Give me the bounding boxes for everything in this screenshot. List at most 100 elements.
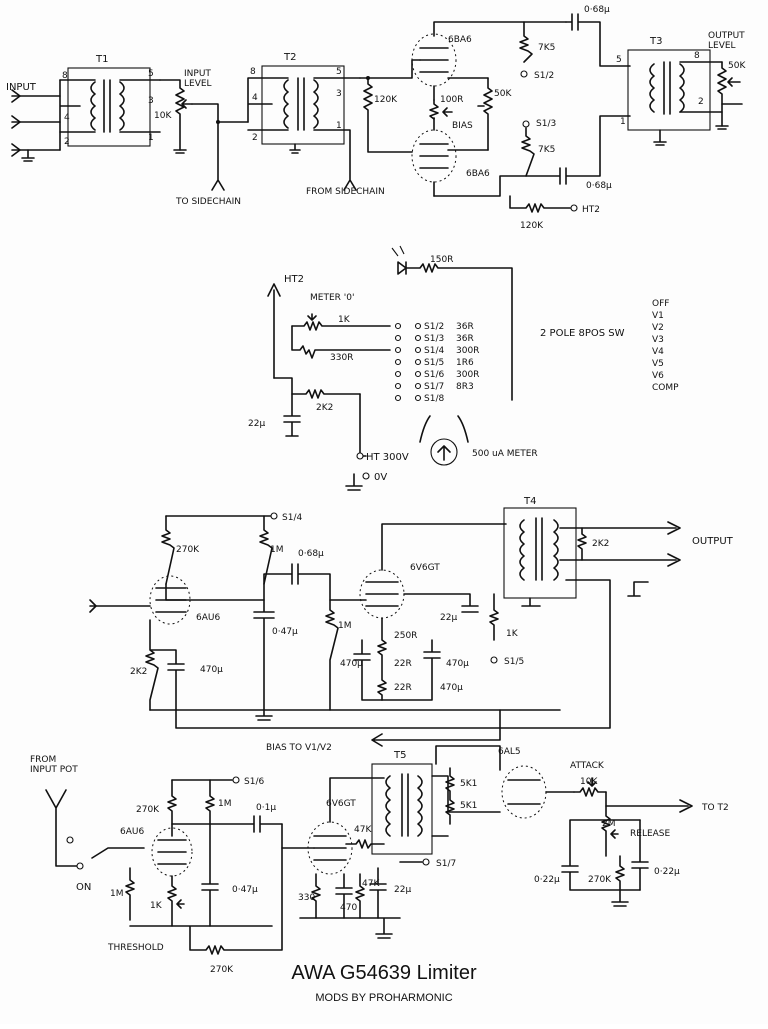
switch-description: 2 POLE 8POS SW bbox=[540, 328, 625, 339]
r-1m-grid: 1M bbox=[338, 621, 352, 631]
r-5k1-b: 5K1 bbox=[460, 801, 477, 811]
bias-out-label: BIAS TO V1/V2 bbox=[266, 743, 332, 753]
switch-position-label: OFF bbox=[652, 299, 669, 309]
r-22r-b: 22R bbox=[394, 683, 412, 693]
attack-label: ATTACK bbox=[570, 761, 605, 771]
r-270k-v1: 270K bbox=[176, 545, 200, 555]
tube-6v6gt-v2-label: 6V6GT bbox=[410, 563, 440, 573]
cap-22u-sc: 22µ bbox=[394, 885, 411, 895]
cap-22u-meter: 22µ bbox=[248, 419, 265, 429]
switch-contact bbox=[394, 370, 402, 378]
r-330r: 330R bbox=[330, 353, 353, 363]
t1-pin5: 5 bbox=[148, 69, 154, 79]
switch-tap-value: 300R bbox=[456, 370, 479, 380]
cap-068-v1: 0·68µ bbox=[298, 549, 324, 559]
switch-tap-value: 8R3 bbox=[456, 382, 474, 392]
r-2m-release: 2M bbox=[602, 819, 616, 829]
t2-pin3: 3 bbox=[336, 89, 342, 99]
cap-022-a: 0·22µ bbox=[534, 875, 560, 885]
r-1k-meter: 1K bbox=[338, 315, 351, 325]
s1-4-label: S1/4 bbox=[282, 513, 302, 523]
switch-contact bbox=[394, 322, 402, 330]
switch-contact bbox=[394, 346, 402, 354]
switch-tap-label: S1/7 bbox=[424, 382, 444, 392]
r-7k5-bottom: 7K5 bbox=[538, 145, 555, 155]
r-1m-sc: 1M bbox=[218, 799, 232, 809]
meter-500ua bbox=[430, 438, 458, 466]
tube-6al5 bbox=[501, 765, 547, 819]
switch-contact bbox=[394, 394, 402, 402]
s1-3-label: S1/3 bbox=[536, 119, 556, 129]
r-5k1-a: 5K1 bbox=[460, 779, 477, 789]
r-270k-threshold: 270K bbox=[210, 965, 234, 975]
to-sidechain-label: TO SIDECHAIN bbox=[175, 197, 241, 207]
cap-22u-v2: 22µ bbox=[440, 613, 457, 623]
cap-047-sc: 0·47µ bbox=[232, 885, 258, 895]
switch-tap-value: 36R bbox=[456, 334, 474, 344]
switch-tap-label: S1/3 bbox=[424, 334, 444, 344]
cap-047-v1: 0·47µ bbox=[272, 627, 298, 637]
to-t2-label: TO T2 bbox=[701, 803, 729, 813]
meter-label: 500 uA METER bbox=[472, 449, 538, 459]
cap-470u-v1: 470µ bbox=[200, 665, 223, 675]
meter-zero-label: METER '0' bbox=[310, 293, 354, 303]
page-subtitle: MODS BY PROHARMONIC bbox=[315, 992, 453, 1004]
switch-tap-value: 300R bbox=[456, 346, 479, 356]
r-1k-v2: 1K bbox=[506, 629, 519, 639]
t3-pin1: 1 bbox=[620, 117, 626, 127]
r-50k-output: 50K bbox=[728, 61, 746, 71]
r-270k-release: 270K bbox=[588, 875, 612, 885]
ov-label: 0V bbox=[374, 472, 387, 483]
switch-tap-value: 1R6 bbox=[456, 358, 474, 368]
t1-label: T1 bbox=[95, 54, 108, 65]
r-22r-a: 22R bbox=[394, 659, 412, 669]
output-label: OUTPUT bbox=[692, 536, 734, 547]
t2-pin4: 4 bbox=[252, 93, 258, 103]
tube-6au6-sc bbox=[151, 827, 193, 877]
cap-068-bottom: 0·68µ bbox=[586, 181, 612, 191]
r-10k: 10K bbox=[154, 111, 172, 121]
t2-pin2: 2 bbox=[252, 133, 258, 143]
switch-contact bbox=[414, 346, 422, 354]
t2-pin8: 8 bbox=[250, 67, 256, 77]
s1-6-label: S1/6 bbox=[244, 777, 264, 787]
switch-position-label: V1 bbox=[652, 311, 664, 321]
switch-tap-value: 36R bbox=[456, 322, 474, 332]
r-270k-sc: 270K bbox=[136, 805, 160, 815]
ht2-label-meter: HT2 bbox=[284, 274, 304, 285]
switch-contact bbox=[394, 382, 402, 390]
ht2-label-top: HT2 bbox=[582, 205, 600, 215]
switch-position-label: V3 bbox=[652, 335, 664, 345]
cap-470u-v2c: 470µ bbox=[440, 683, 463, 693]
t1-pin1: 1 bbox=[148, 133, 154, 143]
r-2k2-meter: 2K2 bbox=[316, 403, 333, 413]
release-label: RELEASE bbox=[630, 829, 671, 839]
cap-470u-v2: 470µ bbox=[340, 659, 363, 669]
t3-pin5: 5 bbox=[616, 55, 622, 65]
t1-pin8: 8 bbox=[62, 71, 68, 81]
input-label: INPUT bbox=[6, 82, 37, 93]
switch-contact bbox=[414, 322, 422, 330]
s1-7-label: S1/7 bbox=[436, 859, 456, 869]
t2-pin5: 5 bbox=[336, 67, 342, 77]
cap-01-sc: 0·1µ bbox=[256, 803, 276, 813]
cap-470u-v2b: 470µ bbox=[446, 659, 469, 669]
tube-6ba6-bottom bbox=[411, 129, 457, 183]
cap-470-sc: 470 bbox=[340, 903, 357, 913]
tube-6ba6-bottom-label: 6BA6 bbox=[466, 169, 490, 179]
switch-position-label: COMP bbox=[652, 383, 679, 393]
switch-tap-label: S1/4 bbox=[424, 346, 444, 356]
tube-6ba6-top-label: 6BA6 bbox=[448, 35, 472, 45]
cap-022-b: 0·22µ bbox=[654, 867, 680, 877]
r-1m-sc2: 1M bbox=[110, 889, 124, 899]
switch-contact bbox=[414, 334, 422, 342]
tube-6au6-sc-label: 6AU6 bbox=[120, 827, 144, 837]
switch-position-label: V6 bbox=[652, 371, 664, 381]
